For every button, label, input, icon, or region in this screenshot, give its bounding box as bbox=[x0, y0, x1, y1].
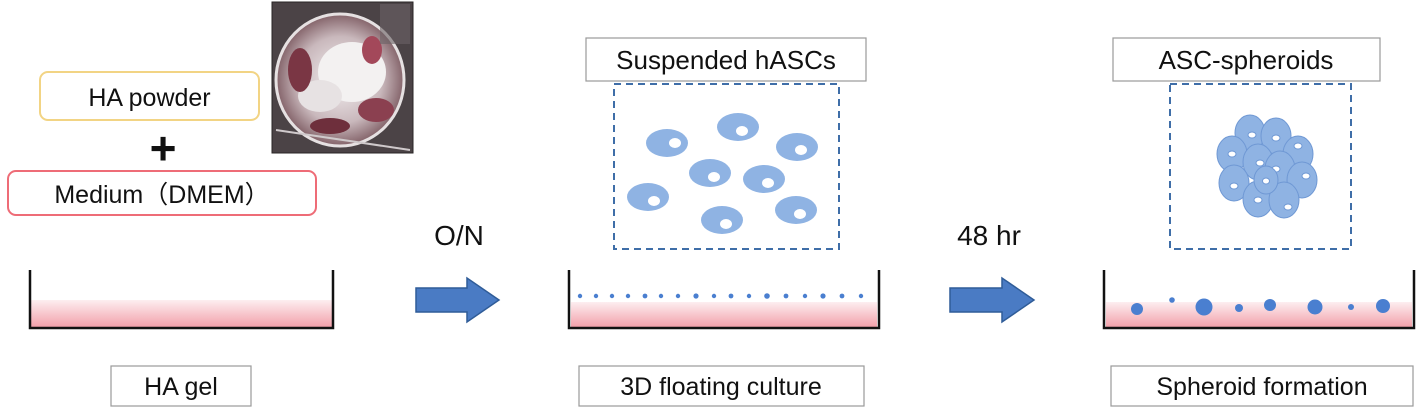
ha-powder-label: HA powder bbox=[88, 84, 210, 112]
spheroid-cluster bbox=[1216, 114, 1318, 219]
asc-spheroids-title-box bbox=[1112, 37, 1381, 82]
dish-floating-culture bbox=[567, 270, 881, 330]
spheroid-formation-caption: Spheroid formation bbox=[1156, 373, 1367, 401]
cell bbox=[743, 165, 785, 193]
medium-box bbox=[7, 170, 317, 216]
suspended-cells-inset bbox=[613, 83, 840, 250]
ha-powder-box bbox=[39, 71, 260, 121]
arrow-1-label: O/N bbox=[434, 220, 484, 251]
cell bbox=[1268, 181, 1300, 219]
cell bbox=[775, 196, 817, 224]
cell bbox=[701, 206, 743, 234]
step1-ingredients: HA powder + Medium（DMEM） bbox=[7, 71, 317, 216]
arrow-2-label: 48 hr bbox=[957, 220, 1021, 251]
suspended-cells bbox=[627, 113, 818, 234]
ha-powder-photo bbox=[271, 1, 414, 154]
cell bbox=[689, 159, 731, 187]
floating-culture-caption: 3D floating culture bbox=[620, 373, 822, 401]
floating-culture-caption-box bbox=[578, 365, 865, 407]
medium-label: Medium（DMEM） bbox=[54, 181, 269, 209]
cell bbox=[776, 133, 818, 161]
cell bbox=[646, 129, 688, 157]
asc-spheroids-title: ASC-spheroids bbox=[1159, 45, 1334, 75]
ha-gel-caption: HA gel bbox=[144, 373, 218, 401]
cell bbox=[1253, 165, 1279, 195]
suspended-hascs-title: Suspended hASCs bbox=[616, 45, 836, 75]
cell bbox=[717, 113, 759, 141]
arrow-1-icon bbox=[415, 276, 501, 324]
ha-gel-caption-box bbox=[110, 365, 252, 407]
spheroid-inset bbox=[1169, 83, 1352, 250]
dish-spheroid-formation bbox=[1102, 270, 1416, 330]
spheroid-dots bbox=[1131, 297, 1390, 316]
spheroid-formation-caption-box bbox=[1110, 365, 1414, 407]
dish-ha-gel bbox=[28, 270, 335, 330]
suspended-hascs-title-box bbox=[585, 37, 867, 82]
arrow-2-icon bbox=[949, 276, 1036, 324]
floating-cells-row bbox=[577, 293, 864, 299]
cell bbox=[627, 183, 669, 211]
cell bbox=[1218, 164, 1250, 202]
plus-sign: + bbox=[150, 122, 177, 174]
